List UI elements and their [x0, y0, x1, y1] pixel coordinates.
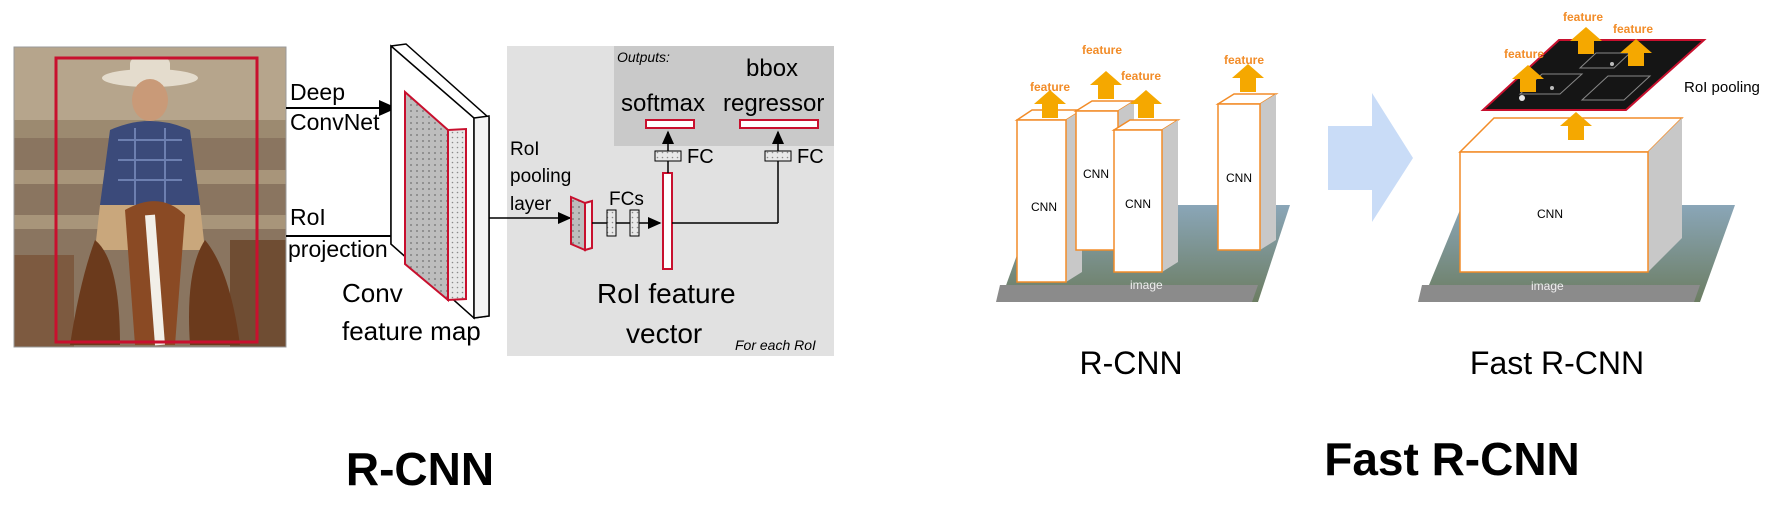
- roi-pooling-label: RoI pooling: [1684, 79, 1760, 96]
- fast-feature-label-3: feature: [1613, 22, 1653, 36]
- outputs-label: Outputs:: [617, 49, 670, 65]
- roi-pooling-label-3: layer: [510, 194, 552, 215]
- roi-feature-label: RoI feature: [597, 278, 736, 309]
- roi-pooling-label-2: pooling: [510, 166, 571, 187]
- rcnn-sub-caption: R-CNN: [1079, 345, 1182, 381]
- outputs-panel: [614, 46, 834, 146]
- rcnn-image-label: image: [1130, 278, 1163, 292]
- transition-arrow: [1328, 93, 1413, 222]
- softmax-label: softmax: [621, 90, 705, 117]
- fast-rcnn-feature-arrows: [1512, 27, 1652, 92]
- fc-bbox-label: FC: [797, 146, 824, 168]
- fast-feature-label-1: feature: [1504, 47, 1544, 61]
- rcnn-feature-label-4: feature: [1224, 53, 1264, 67]
- fc-layer-2: [629, 209, 640, 237]
- fast-image-label: image: [1531, 279, 1564, 293]
- deep-label: Deep: [290, 79, 345, 105]
- fc-bbox-box: [764, 150, 792, 162]
- projection-label: projection: [288, 236, 388, 262]
- fast-rcnn-cnn-box: CNN: [1458, 117, 1684, 273]
- vector-label: vector: [626, 318, 702, 349]
- rcnn-cnn-label-2: CNN: [1083, 167, 1109, 181]
- rcnn-cnn-box-4: CNN: [1215, 93, 1279, 251]
- conv-label: Conv: [342, 278, 403, 308]
- fast-feature-label-2: feature: [1563, 10, 1603, 24]
- convnet-label: ConvNet: [290, 109, 380, 135]
- softmax-output-bar: [645, 119, 695, 129]
- roi-pooling-feature-map: [1480, 39, 1707, 111]
- roi-pooling-layer: [570, 195, 593, 252]
- rcnn-cnn-label-3: CNN: [1125, 197, 1151, 211]
- for-each-roi-label: For each RoI: [735, 337, 816, 353]
- rcnn-cnn-label-4: CNN: [1226, 171, 1252, 185]
- fc-softmax-label: FC: [687, 146, 714, 168]
- rcnn-cnn-box-3: CNN: [1111, 119, 1181, 273]
- bbox-label: bbox: [746, 55, 798, 82]
- rcnn-feature-arrows: [1034, 64, 1264, 118]
- roi-box: [54, 56, 259, 344]
- fast-rcnn-sub-caption: Fast R-CNN: [1470, 345, 1644, 381]
- roi-feature-vector-bar: [662, 172, 673, 270]
- rcnn-architecture-diagram: Deep ConvNet RoI projection Conv feature…: [13, 43, 834, 495]
- fcs-label: FCs: [609, 189, 644, 210]
- roi-label: RoI: [290, 204, 326, 230]
- input-photo: [14, 47, 286, 347]
- left-caption: R-CNN: [346, 443, 494, 495]
- right-caption: Fast R-CNN: [1324, 433, 1580, 485]
- rcnn-vs-fast-rcnn-diagram: image CNN CNN CNN CNN: [996, 10, 1760, 485]
- fc-layer-1: [606, 209, 617, 237]
- rcnn-feature-label-2: feature: [1082, 43, 1122, 57]
- rcnn-cnn-label-1: CNN: [1031, 200, 1057, 214]
- fast-cnn-label: CNN: [1537, 207, 1563, 221]
- regressor-label: regressor: [723, 90, 824, 117]
- rcnn-feature-label-3: feature: [1121, 69, 1161, 83]
- cnn-to-roi-arrow: [1560, 112, 1592, 140]
- conv-feature-map: [390, 43, 490, 320]
- feature-map-label: feature map: [342, 316, 481, 346]
- roi-pooling-label-1: RoI: [510, 139, 540, 160]
- bbox-output-bar: [739, 119, 819, 129]
- rcnn-feature-label-1: feature: [1030, 80, 1070, 94]
- fc-softmax-box: [654, 150, 682, 162]
- rcnn-cnn-box-1: CNN: [1014, 109, 1085, 283]
